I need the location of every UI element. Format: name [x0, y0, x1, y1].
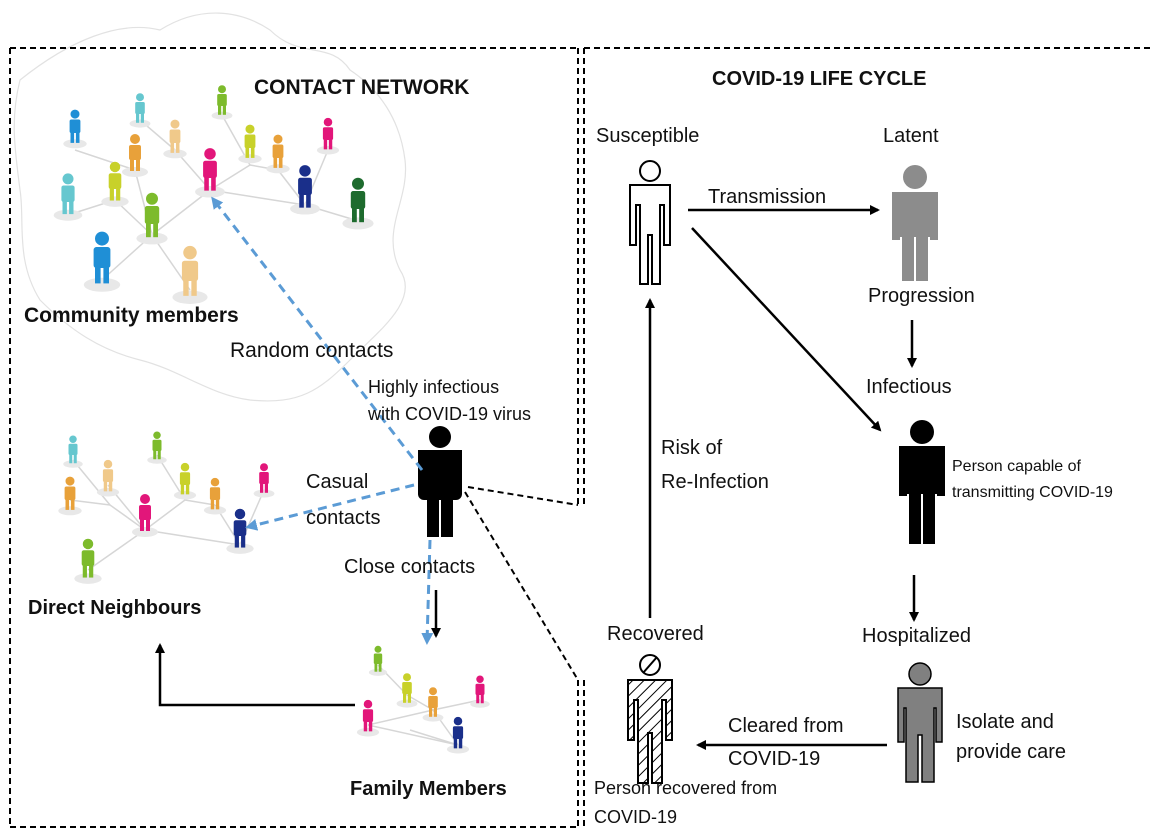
hospitalized-label: Hospitalized [862, 625, 971, 647]
casual-contacts-line1: Casual [306, 471, 369, 493]
infectious-note-line1: Person capable of [952, 458, 1081, 475]
neighbour-person [173, 462, 197, 500]
life-cycle-box [583, 47, 1150, 827]
casual-contacts-arrow [245, 483, 415, 531]
community-person [316, 117, 340, 155]
infectious-label: Infectious [866, 376, 952, 398]
infectious-note-line2: with COVID-19 virus [368, 404, 532, 424]
infectious-note-line2: transmitting COVID-19 [952, 484, 1113, 501]
community-person [129, 93, 151, 128]
community-people [53, 85, 374, 304]
susceptible-label: Susceptible [596, 125, 700, 147]
community-person [342, 177, 374, 230]
recovered-label: Recovered [607, 623, 704, 645]
neighbour-person [63, 435, 83, 468]
neighbour-person [203, 477, 227, 515]
family-members-label: Family Members [350, 778, 507, 800]
close-contacts-label: Close contacts [344, 556, 476, 578]
random-contacts-arrow [211, 196, 424, 471]
casual-contacts-line2: contacts [306, 507, 381, 529]
random-contacts-label: Random contacts [230, 339, 394, 362]
infectious-person [899, 420, 945, 544]
community-person [163, 119, 187, 159]
family-person [396, 673, 418, 708]
risk-line2: Re-Infection [661, 471, 769, 493]
neighbour-person [58, 476, 82, 516]
community-person [238, 124, 262, 164]
family-network-edges [367, 664, 481, 746]
isolate-line2: provide care [956, 741, 1067, 763]
community-person [172, 245, 208, 304]
family-person [446, 716, 470, 754]
community-person [122, 134, 148, 177]
family-to-neighbours-arrow [155, 643, 355, 707]
community-person [63, 109, 87, 149]
neighbour-person [226, 508, 254, 554]
community-person [53, 173, 83, 221]
neighbour-person [74, 538, 102, 584]
family-people [356, 645, 490, 754]
contact-network-box [9, 47, 579, 828]
community-person [290, 165, 320, 215]
latent-person [892, 165, 938, 281]
recovered-person [627, 654, 673, 784]
latent-label: Latent [883, 125, 939, 147]
susceptible-to-infectious-arrow [691, 227, 882, 432]
community-person [136, 192, 168, 245]
community-person [101, 161, 129, 207]
highly-infectious-person [418, 426, 462, 537]
family-person [368, 645, 388, 676]
family-person [356, 699, 380, 737]
direct-neighbours-label: Direct Neighbours [28, 597, 202, 619]
community-members-label: Community members [24, 304, 239, 327]
community-person [211, 85, 233, 120]
family-person [470, 675, 490, 708]
progression-label: Progression [868, 285, 975, 307]
neighbour-person [96, 459, 120, 497]
zoom-connector-bottom [464, 491, 579, 681]
hospitalized-person [897, 662, 943, 783]
family-person [422, 687, 444, 722]
infectious-note-line1: Highly infectious [368, 377, 500, 397]
cleared-line1: Cleared from [728, 715, 844, 737]
life-cycle-title: COVID-19 LIFE CYCLE [712, 68, 927, 90]
zoom-connector-top [467, 486, 579, 506]
recovered-note-line1: Person recovered from [594, 778, 778, 798]
community-person [83, 231, 121, 292]
cleared-line2: COVID-19 [728, 748, 821, 770]
contact-network-title: CONTACT NETWORK [254, 76, 470, 99]
neighbour-person [147, 431, 167, 464]
map-outline [13, 12, 407, 402]
transmission-label: Transmission [708, 186, 827, 208]
neighbour-person [253, 463, 275, 498]
neighbour-people [58, 431, 275, 584]
isolate-line1: Isolate and [956, 711, 1054, 733]
community-person [195, 148, 225, 198]
neighbour-person [132, 494, 158, 537]
susceptible-person [629, 160, 671, 285]
close-contacts-arrow [421, 539, 434, 645]
recovered-note-line2: COVID-19 [594, 807, 678, 827]
risk-line1: Risk of [661, 437, 723, 459]
community-person [266, 134, 290, 174]
